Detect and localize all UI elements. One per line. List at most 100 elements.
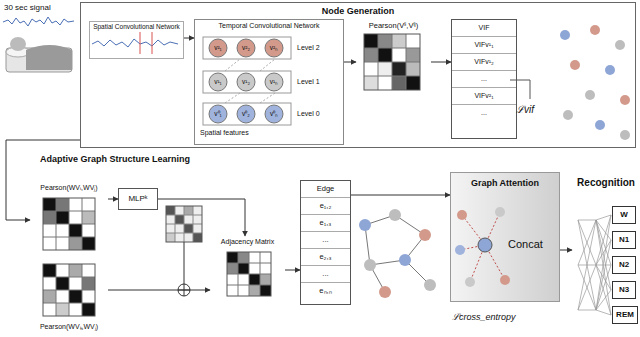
- node-text: Spatial Convolutional Network: [93, 23, 180, 31]
- node-symbol-label: v²₂: [242, 44, 250, 52]
- decor-polyline: [3, 17, 74, 26]
- decor-path: [364, 34, 420, 90]
- node-text: Pearson(WVᵢ,WVⱼ): [40, 184, 97, 192]
- table-cell: ...: [452, 70, 516, 87]
- decor-rect: [69, 290, 82, 303]
- decor-path: [227, 252, 271, 296]
- node-symbol-label: v¹₂: [242, 78, 250, 86]
- annotation-label: Adaptive Graph Structure Learning: [40, 154, 190, 165]
- decor-path: [43, 264, 95, 316]
- decor-circle: [379, 286, 391, 298]
- node-symbol-label: v²ₙ: [270, 44, 278, 52]
- matrix-box: Adjacency Matrix: [210, 236, 285, 306]
- decor-rect: [364, 34, 378, 48]
- tcn-levels: [203, 37, 291, 125]
- decor-circle: [399, 254, 411, 266]
- decor-circle: [424, 279, 436, 291]
- table-cell: ...: [301, 231, 350, 248]
- annotation-label: Level 1: [297, 78, 320, 86]
- decor-rect: [166, 206, 202, 242]
- decor-circle: [237, 105, 255, 123]
- decor-circle: [265, 39, 283, 57]
- flow-arrow: [108, 290, 210, 291]
- decor-rect: [406, 76, 420, 90]
- decor-circle: [570, 60, 580, 70]
- decor-rect: [249, 274, 260, 285]
- decor-rect: [450, 172, 560, 302]
- decor-circle: [209, 105, 227, 123]
- decor-rect: [43, 211, 56, 224]
- decor-rect: [406, 62, 420, 76]
- node-text: N1: [619, 235, 629, 245]
- decor-circle: [359, 219, 371, 231]
- decor-rect: [392, 34, 406, 48]
- flow-arrow: [285, 270, 300, 271]
- flow-arrow: [560, 250, 572, 251]
- decor-path: [510, 80, 530, 99]
- node-symbol-label: v⁰₂: [242, 110, 250, 118]
- node-text: Adjacency Matrix: [221, 238, 274, 246]
- class-box: W: [612, 206, 636, 224]
- annotation-label: ℒcross_entropy: [452, 312, 516, 323]
- decor-circle: [209, 73, 227, 91]
- decor-rect: [175, 215, 184, 224]
- decor-rect: [364, 48, 378, 62]
- decor-rect: [43, 264, 56, 277]
- decor-rect: [364, 76, 378, 90]
- node-text: Temporal Convolutional Network: [219, 22, 320, 30]
- decor-rect: [193, 233, 202, 242]
- decor-rect: [166, 233, 175, 242]
- decor-circle: [364, 259, 376, 271]
- pearson-matrix: [43, 264, 95, 316]
- decor-rect: [43, 264, 95, 316]
- decor-circle: [563, 110, 573, 120]
- table-cell: ...: [301, 265, 350, 282]
- flow-arrow: [351, 195, 450, 196]
- decor-line: [152, 32, 153, 54]
- decor-rect: [260, 285, 271, 296]
- decor-rect: [392, 62, 406, 76]
- decor-path: [578, 215, 611, 315]
- decor-rect: [378, 34, 392, 48]
- decor-rect: [43, 198, 56, 211]
- decor-rect: [43, 198, 95, 250]
- table-cell: Edge: [301, 181, 350, 197]
- node-text: N3: [619, 285, 629, 295]
- table-cell: eₙ,ₙ: [301, 282, 350, 299]
- flow-arrow: [6, 140, 80, 220]
- decor-rect: [364, 34, 420, 90]
- pearson-matrix: [43, 198, 95, 250]
- decor-rect: [43, 264, 95, 316]
- annotation-label: Level 2: [297, 44, 320, 52]
- table-cell: ...: [452, 104, 516, 121]
- flow-arrow: [108, 199, 118, 200]
- graph-figure: [359, 209, 436, 298]
- class-box: REM: [612, 306, 638, 324]
- decor-rect: [56, 303, 69, 316]
- decor-rect: [203, 103, 291, 125]
- decor-circle: [605, 65, 615, 75]
- decor-circle: [389, 209, 401, 221]
- decor-path: [365, 215, 430, 292]
- decor-rect: [69, 224, 82, 237]
- node-symbol-label: v²₁: [214, 44, 222, 52]
- decor-circle: [465, 277, 475, 287]
- matrix-box: Pearson(WVₖ,WVⱼ): [30, 260, 108, 334]
- matrix-box: Pearson(Vˡⁱ,Vˡʲ): [356, 19, 431, 99]
- node-symbol-label: v¹ₙ: [270, 78, 278, 86]
- class-box: N2: [612, 256, 636, 274]
- node-text: Pearson(Vˡⁱ,Vˡʲ): [369, 21, 419, 30]
- panel: Node GenerationSpatial Convolutional Net…: [80, 2, 636, 148]
- decor-circle: [590, 25, 600, 35]
- decor-rect: [43, 198, 95, 250]
- decor-circle: [209, 39, 227, 57]
- decor-rect: [166, 206, 202, 242]
- decor-circle: [595, 120, 605, 130]
- table-cell: VIFv¹₁: [452, 36, 516, 53]
- decor-line: [184, 242, 185, 284]
- flow-arrow: [344, 62, 356, 63]
- table-box: Edgee₁,₂e₁,₃...e₂,₃...eₙ,ₙ: [300, 180, 351, 305]
- annotation-label: 30 sec signal: [4, 3, 51, 13]
- table-cell: VIFv¹₂: [452, 53, 516, 70]
